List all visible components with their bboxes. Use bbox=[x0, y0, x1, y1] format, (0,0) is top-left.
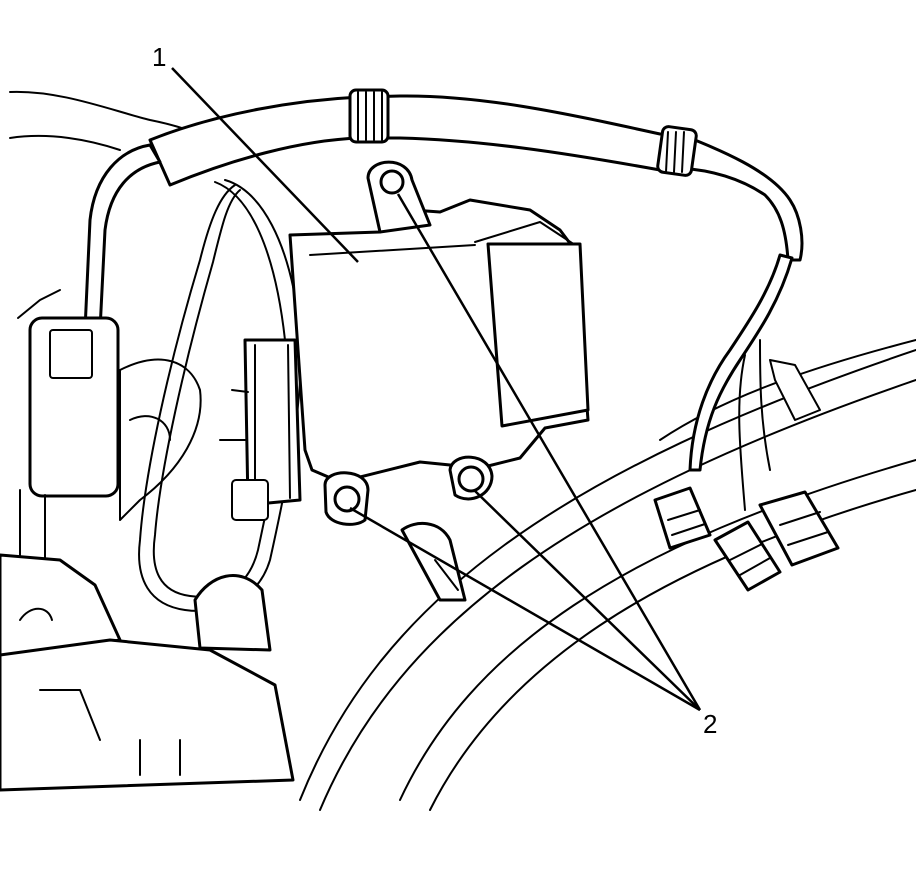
left-connector bbox=[49, 329, 93, 379]
callout-label-2: 2 bbox=[703, 709, 717, 739]
leader-line-1 bbox=[171, 67, 359, 263]
callout-label-1: 1 bbox=[152, 42, 166, 72]
lower-structure bbox=[0, 553, 295, 792]
leader-line-2-left bbox=[349, 506, 701, 712]
harness-clip-right bbox=[656, 125, 698, 177]
harness-clip-left bbox=[348, 88, 390, 144]
module-raised-section bbox=[486, 242, 590, 428]
connector-a bbox=[653, 486, 712, 550]
mounting-hole-left bbox=[333, 485, 361, 513]
electronic-module bbox=[288, 198, 590, 484]
right-connectors bbox=[653, 486, 840, 592]
callout-leaders bbox=[171, 67, 702, 712]
mounting-hole-right bbox=[457, 465, 485, 493]
connector-b bbox=[713, 520, 782, 592]
connector-c bbox=[758, 490, 840, 567]
harness-tie bbox=[769, 359, 821, 421]
floor-bracket bbox=[400, 521, 467, 602]
mounting-hole-top bbox=[379, 169, 405, 195]
module-plug-connector bbox=[219, 338, 302, 521]
leader-line-2-top bbox=[396, 193, 702, 711]
wiring-harness bbox=[148, 88, 821, 511]
leader-line-2-right bbox=[473, 489, 701, 711]
